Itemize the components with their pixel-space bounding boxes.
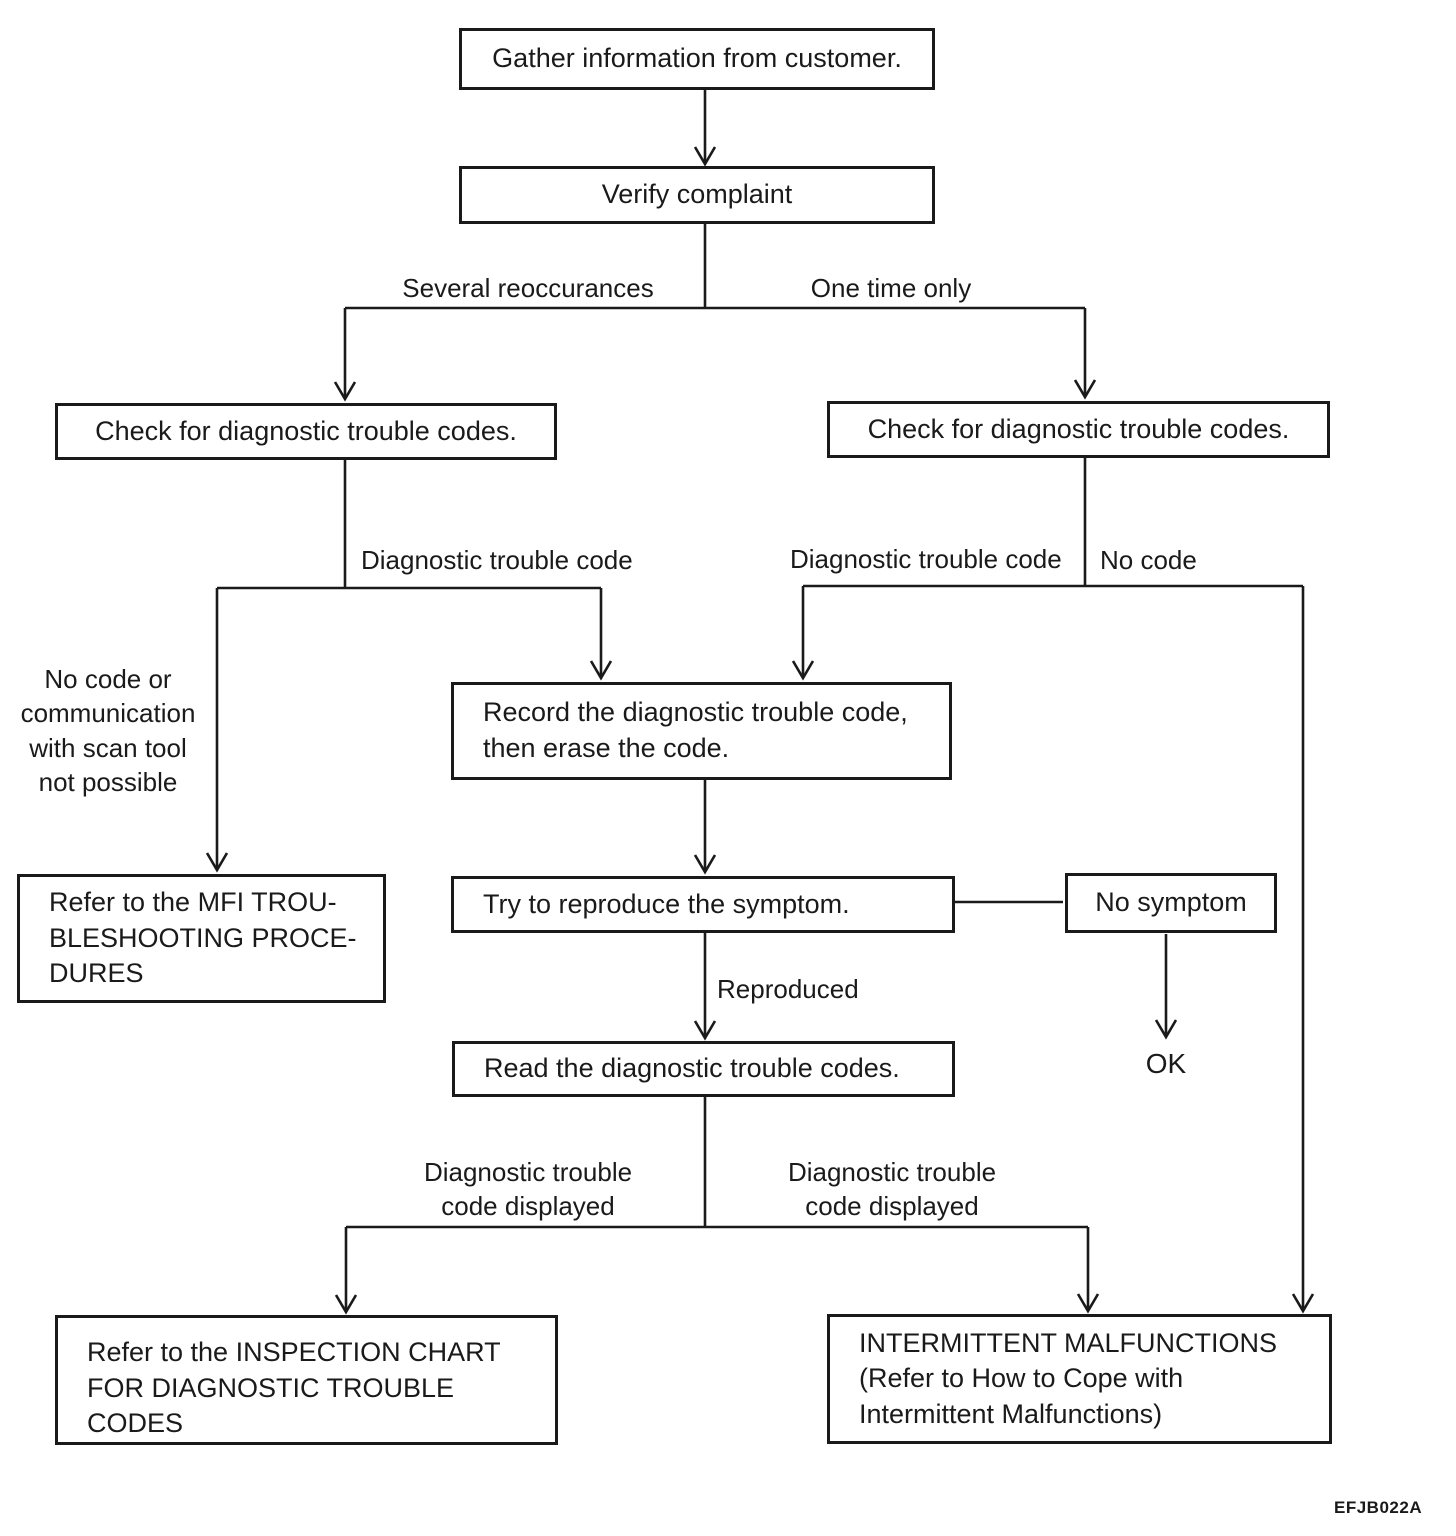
node-read-codes: Read the diagnostic trouble codes. bbox=[452, 1041, 955, 1097]
node-intermittent-malfunctions: INTERMITTENT MALFUNCTIONS (Refer to How … bbox=[827, 1314, 1332, 1444]
node-gather-information: Gather information from customer. bbox=[459, 28, 935, 90]
label-ok: OK bbox=[1145, 1048, 1187, 1079]
label-reproduced: Reproduced bbox=[717, 974, 859, 1004]
node-check-codes-left: Check for diagnostic trouble codes. bbox=[55, 403, 557, 460]
label-diagnostic-trouble-code-right: Diagnostic trouble code bbox=[790, 544, 1062, 574]
label-no-code: No code bbox=[1100, 545, 1197, 575]
label-no-code-or-communication: No code or communication with scan tool … bbox=[20, 664, 196, 797]
node-try-reproduce: Try to reproduce the symptom. bbox=[451, 876, 955, 933]
label-code-displayed-left: Diagnostic trouble code displayed bbox=[423, 1157, 633, 1222]
figure-code: EFJB022A bbox=[1334, 1498, 1423, 1517]
label-diagnostic-trouble-code-left: Diagnostic trouble code bbox=[361, 545, 633, 575]
label-code-displayed-right: Diagnostic trouble code displayed bbox=[787, 1157, 997, 1222]
node-no-symptom: No symptom bbox=[1065, 873, 1277, 933]
label-several-reoccurances: Several reoccurances bbox=[402, 273, 654, 303]
node-inspection-chart: Refer to the INSPECTION CHART FOR DIAGNO… bbox=[55, 1315, 558, 1445]
node-mfi-troubleshooting: Refer to the MFI TROU- BLESHOOTING PROCE… bbox=[17, 874, 386, 1003]
node-record-erase-code: Record the diagnostic trouble code, then… bbox=[451, 682, 952, 780]
node-check-codes-right: Check for diagnostic trouble codes. bbox=[827, 401, 1330, 458]
node-verify-complaint: Verify complaint bbox=[459, 166, 935, 224]
label-one-time-only: One time only bbox=[810, 273, 972, 303]
